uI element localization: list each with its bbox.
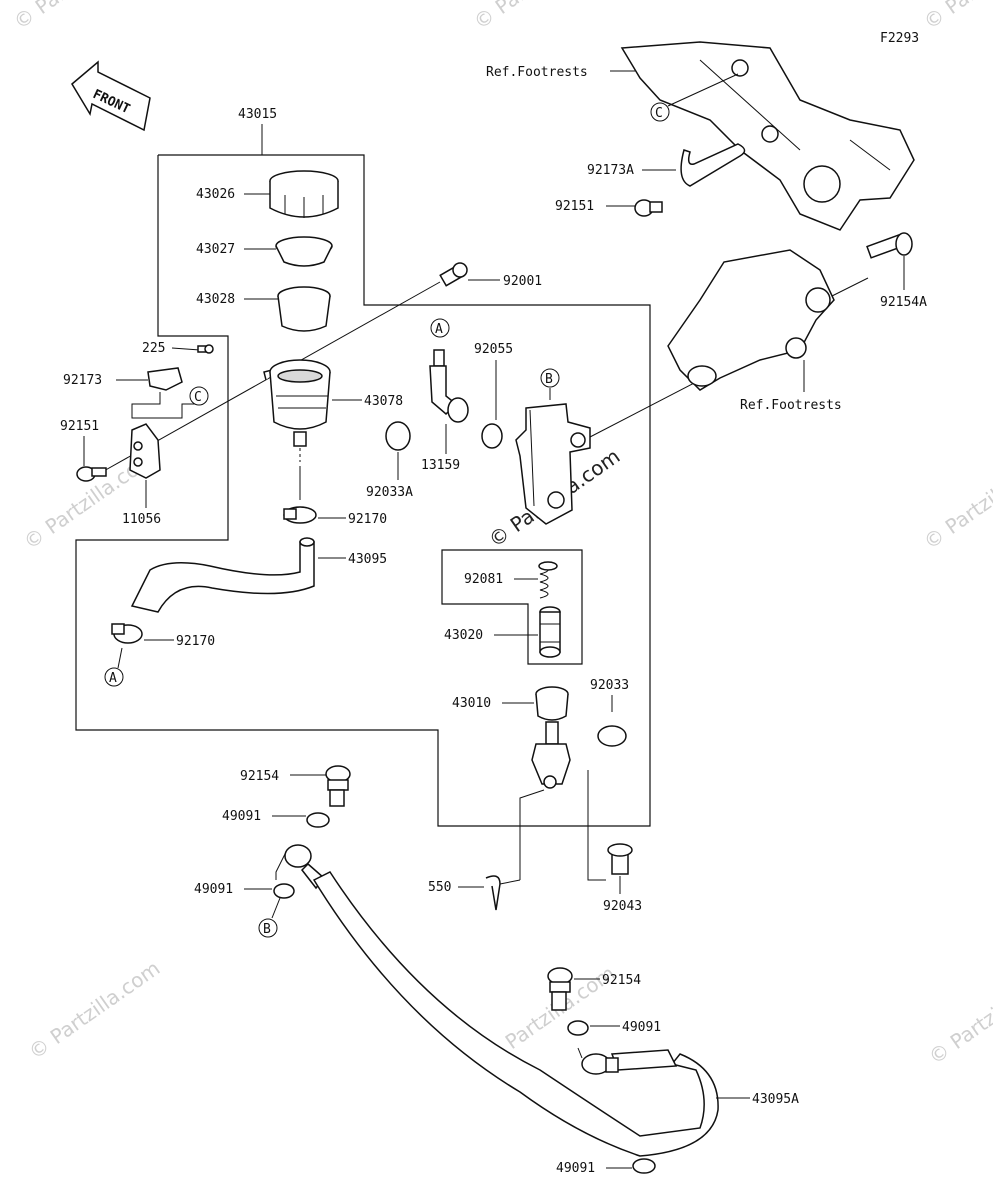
label-49091-a: 49091 (222, 809, 261, 824)
label-43015: 43015 (238, 107, 277, 122)
watermark-top-right: © Partzilla.com (919, 0, 993, 34)
washer-49091-c (567, 1020, 589, 1036)
reservoir-cap (269, 170, 339, 218)
label-550: 550 (428, 880, 451, 895)
ref-footrests-top: Ref.Footrests (486, 65, 588, 80)
hose-43095a (312, 871, 719, 1157)
label-43028: 43028 (196, 292, 235, 307)
label-43026: 43026 (196, 187, 235, 202)
label-49091-b: 49091 (194, 882, 233, 897)
clamp-92173a (680, 143, 746, 187)
screw-92151-top (634, 199, 663, 217)
callout-b-top-label: B (545, 372, 553, 387)
front-arrow-icon: FRONT (71, 60, 151, 132)
piston-43020 (539, 606, 561, 658)
watermark-bottom-left: © Partzilla.com (24, 956, 164, 1064)
callout-b-top (540, 368, 560, 388)
watermark-bottom-right: © Partzilla.com (924, 961, 993, 1069)
hose-43095 (130, 541, 315, 613)
label-49091-d: 49091 (556, 1161, 595, 1176)
label-92151-left: 92151 (60, 419, 99, 434)
label-43010: 43010 (452, 696, 491, 711)
clip-92170-top (283, 506, 317, 524)
label-92055: 92055 (474, 342, 513, 357)
watermark-mid-right: © Partzilla.com (919, 446, 993, 554)
label-92173a: 92173A (587, 163, 634, 178)
callout-b-bottom (258, 918, 278, 938)
joint-13159 (447, 397, 469, 423)
snap-ring-92033 (597, 725, 627, 747)
callout-c-left-label: C (194, 390, 202, 405)
label-43095a: 43095A (752, 1092, 799, 1107)
bracket-92173 (147, 367, 183, 391)
callout-a-top (430, 318, 450, 338)
snap-ring-92033a (385, 421, 411, 451)
label-11056: 11056 (122, 512, 161, 527)
assembly-frame-43015 (75, 154, 651, 827)
callout-a-bottom-label: A (109, 671, 117, 686)
label-92154-left: 92154 (240, 769, 279, 784)
label-92151-top: 92151 (555, 199, 594, 214)
callout-c-top-label: C (655, 106, 663, 121)
label-43027: 43027 (196, 242, 235, 257)
label-92170-top: 92170 (348, 512, 387, 527)
assembly-frame-43020 (441, 549, 583, 665)
bolt-92001 (439, 262, 468, 287)
ref-footrests-mid: Ref.Footrests (740, 398, 842, 413)
label-43095: 43095 (348, 552, 387, 567)
callout-c-top (650, 102, 670, 122)
bolt-92154a (866, 232, 913, 259)
callout-a-bottom (104, 667, 124, 687)
label-92001: 92001 (503, 274, 542, 289)
label-92033a: 92033A (366, 485, 413, 500)
label-92173: 92173 (63, 373, 102, 388)
clip-92170-bottom (111, 623, 143, 644)
label-92081: 92081 (464, 572, 503, 587)
bolt-92154-left (325, 765, 351, 807)
master-cylinder-body (515, 403, 591, 525)
label-49091-c: 49091 (622, 1020, 661, 1035)
label-92170-bottom: 92170 (176, 634, 215, 649)
label-43020: 43020 (444, 628, 483, 643)
label-43078: 43078 (364, 394, 403, 409)
banjo-fitting-left (284, 844, 326, 890)
washer-49091-d (632, 1158, 656, 1174)
label-92043: 92043 (603, 899, 642, 914)
reservoir-43078 (263, 359, 331, 447)
label-92154a: 92154A (880, 295, 927, 310)
footrest-bracket-mid (667, 249, 835, 391)
label-92154-right: 92154 (602, 973, 641, 988)
watermark-top-left: © Partzilla.com (9, 0, 149, 34)
label-225: 225 (142, 341, 165, 356)
figure-code: F2293 (880, 31, 919, 46)
washer-49091-b (273, 883, 295, 899)
washer-49091-a (306, 812, 330, 828)
spring-92081 (538, 561, 558, 599)
footrest-bracket-top (620, 41, 915, 231)
diaphragm (277, 286, 331, 332)
diaphragm-plate (275, 236, 333, 267)
bolt-92154-right (547, 967, 573, 1011)
screw-92151-left (76, 466, 107, 482)
push-rod-43010 (531, 686, 571, 789)
watermark-top-center: © Partzilla.com (469, 0, 609, 34)
callout-c-left (189, 386, 209, 406)
screw-225 (197, 344, 214, 354)
label-13159: 13159 (421, 458, 460, 473)
label-92033: 92033 (590, 678, 629, 693)
callout-b-bottom-label: B (263, 922, 271, 937)
callout-a-top-label: A (435, 322, 443, 337)
clamp-11056 (129, 423, 161, 479)
banjo-fitting-right (581, 1053, 619, 1075)
o-ring-92055 (481, 423, 503, 449)
cotter-pin-550 (485, 875, 501, 911)
pin-92043 (607, 843, 633, 875)
